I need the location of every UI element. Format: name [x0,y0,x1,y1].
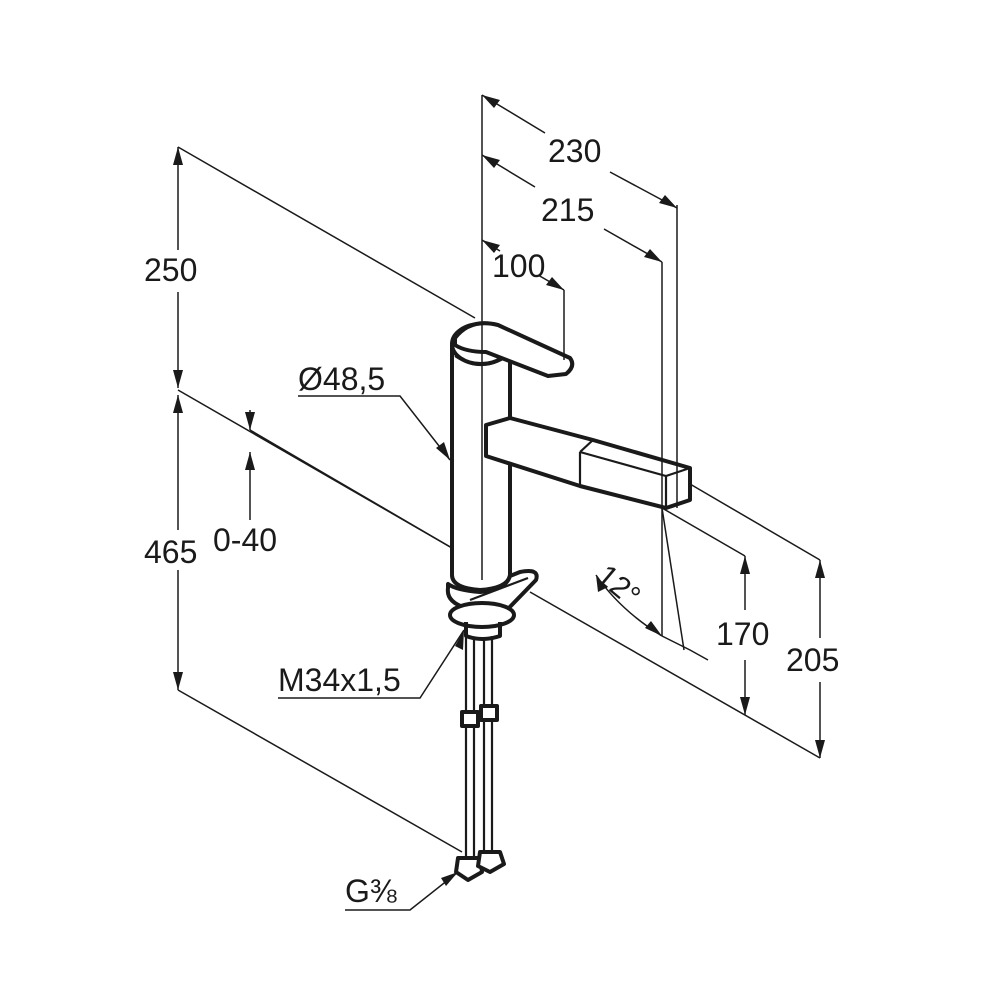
dimension-100-label: 100 [492,248,545,284]
dimension-170: 170 [661,507,769,715]
dimension-100: 100 [481,239,565,360]
dimension-230-label: 230 [548,133,601,169]
diameter-label: Ø48,5 [298,361,385,397]
dimension-215-label: 215 [541,192,594,228]
dimension-215: 215 [481,154,663,636]
diameter-callout: Ø48,5 [298,361,451,461]
dimension-230: 230 [481,94,678,580]
lever-handle [453,321,575,378]
dimension-250: 250 [144,146,476,388]
connection-label: G⅜ [345,873,397,909]
base-plate [445,569,539,629]
dimension-170-label: 170 [716,616,769,652]
dimension-465-label: 465 [144,534,197,570]
pull-out-spout [484,416,692,510]
thread-callout: M34x1,5 [278,629,465,699]
dimension-deck-range-label: 0-40 [213,522,277,558]
swivel-angle-label: 12° [590,559,646,613]
dimension-465: 465 [144,389,463,853]
thread-label: M34x1,5 [278,662,401,698]
dimension-205-label: 205 [786,642,839,678]
dimension-250-label: 250 [144,252,197,288]
supply-hoses [454,636,506,882]
dimension-205: 205 [529,483,839,759]
dimension-deck-range: 0-40 [213,410,453,558]
connection-callout: G⅜ [345,871,459,911]
